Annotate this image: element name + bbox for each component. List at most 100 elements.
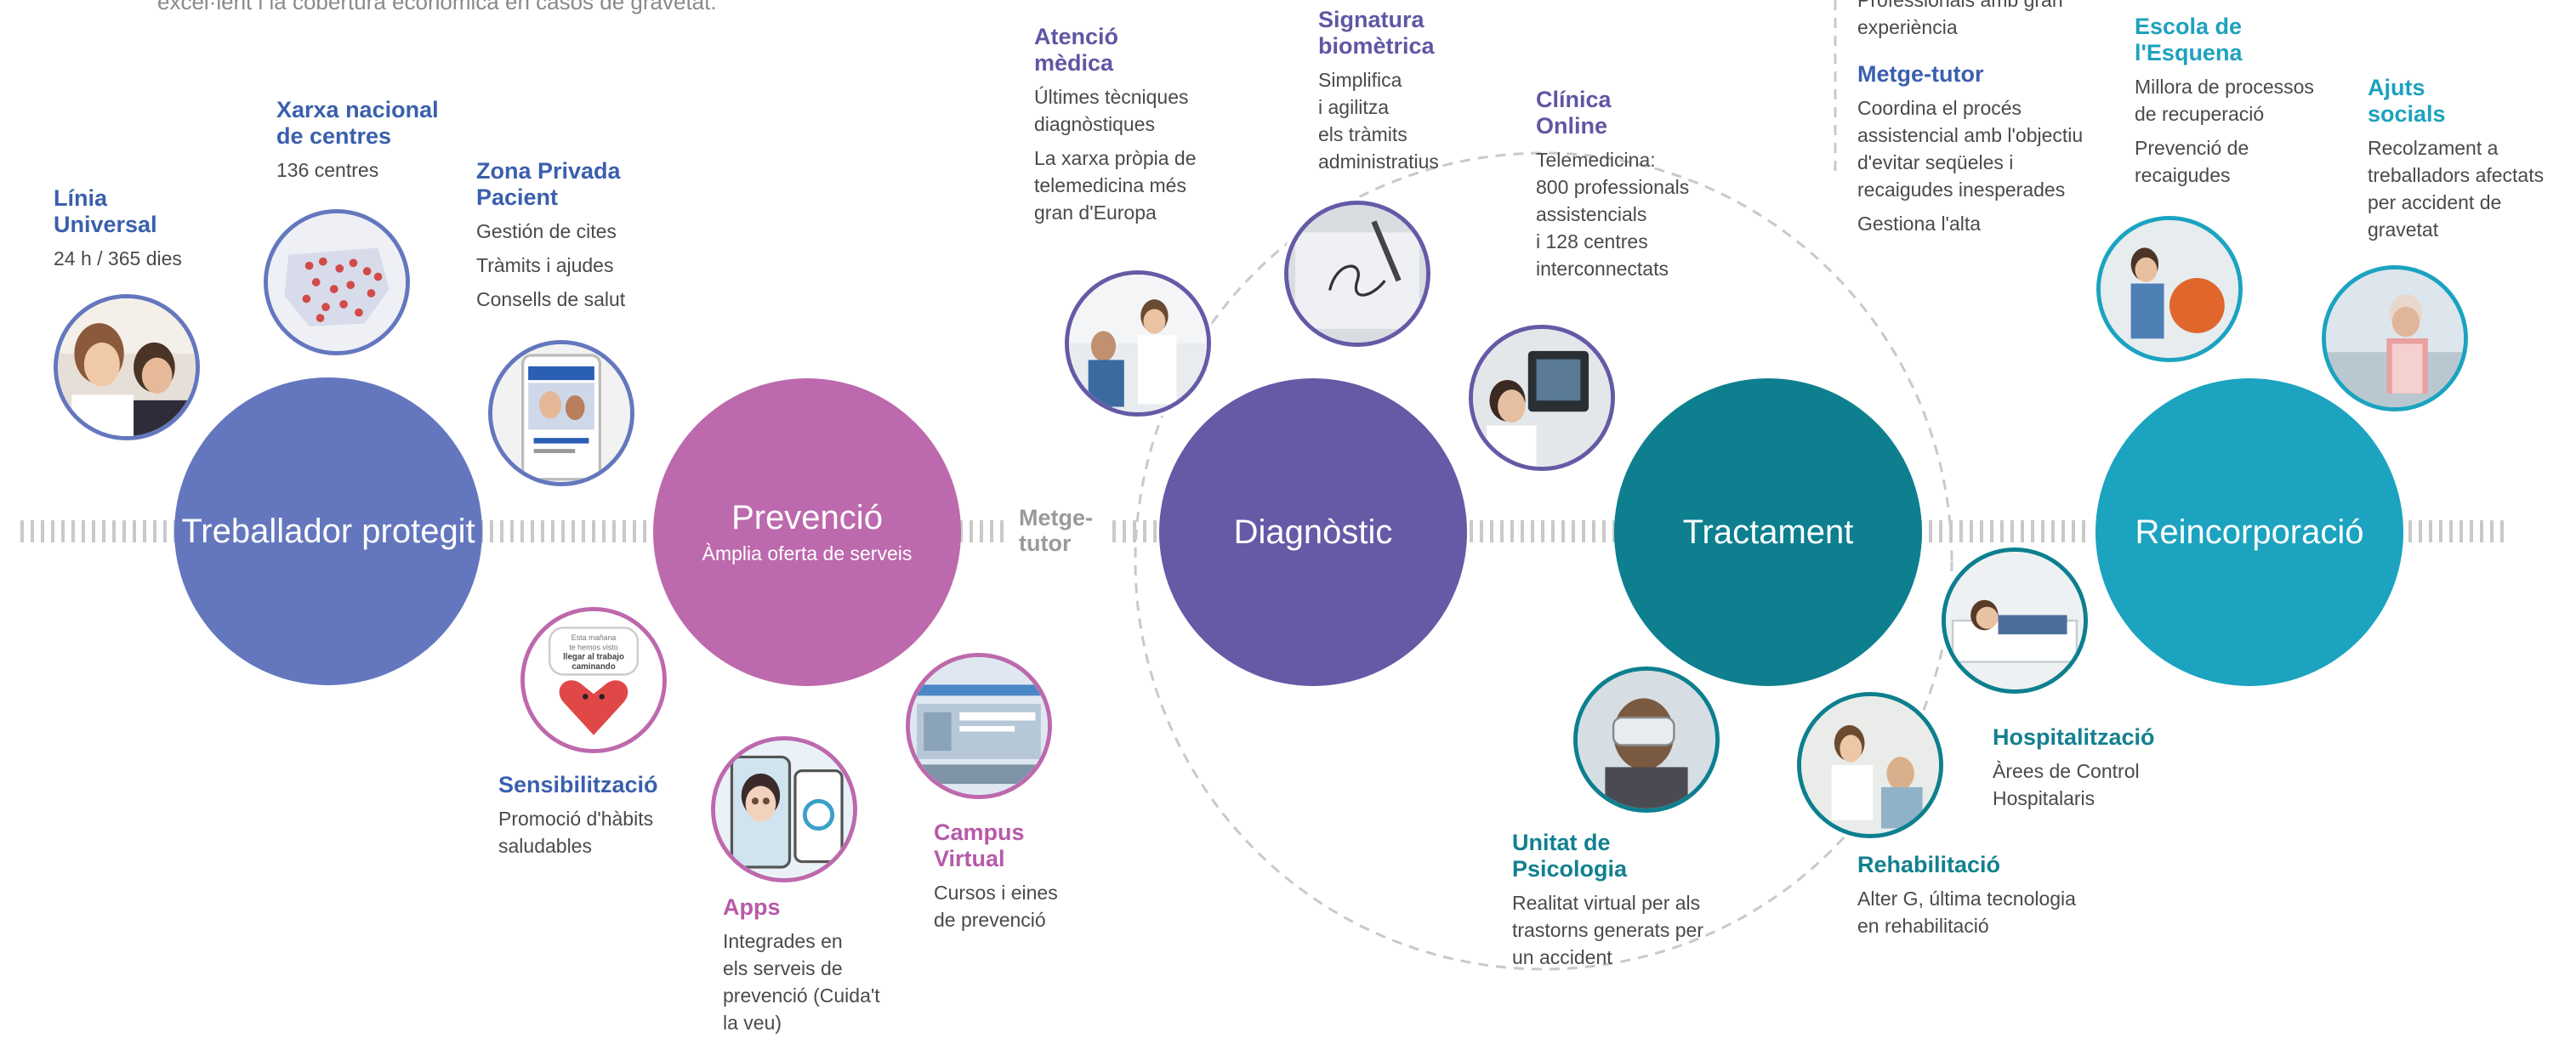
elderly-man-photo-icon xyxy=(2322,265,2468,411)
node-signatura: Signatura biomètrica Simplifica i agilit… xyxy=(1318,7,1522,175)
node-text: 136 centres xyxy=(276,159,379,181)
node-text: 800 professionals xyxy=(1536,176,1690,198)
node-hospitalitzacio: Hospitalització Àrees de Control Hospita… xyxy=(1993,724,2231,812)
node-title: Xarxa nacional xyxy=(276,97,439,122)
node-text: Professionals amb gran xyxy=(1857,0,2063,11)
stage-sublabel: Àmplia oferta de serveis xyxy=(702,542,913,564)
node-text: interconnectats xyxy=(1536,258,1669,280)
node-text: els tràmits xyxy=(1318,123,1407,145)
node-title: Rehabilitació xyxy=(1857,852,2001,877)
node-title: socials xyxy=(2368,101,2446,127)
node-text: administratius xyxy=(1318,150,1439,173)
node-text: Integrades en xyxy=(723,930,843,952)
node-text: assistencial amb l'objectiu xyxy=(1857,124,2084,146)
node-text: Coordina el procés xyxy=(1857,97,2022,119)
node-title: Línia xyxy=(54,185,108,211)
timeline-ticks-5 xyxy=(1467,520,1620,542)
stage-prevention[interactable]: Prevenció Àmplia oferta de serveis xyxy=(653,378,961,686)
node-text: trastorns generats per xyxy=(1512,919,1704,941)
node-title: l'Esquena xyxy=(2135,40,2243,65)
node-professionals: Professionals amb gran experiència xyxy=(1857,0,2130,41)
node-text: Cursos i eines xyxy=(934,882,1058,904)
node-text: experiència xyxy=(1857,16,1958,38)
vr-headset-photo-icon xyxy=(1573,666,1720,813)
node-text: Telemedicina: xyxy=(1536,149,1656,171)
node-text: Millora de processos xyxy=(2135,76,2314,98)
mascot-bubble-text-2: te hemos visto xyxy=(569,643,617,651)
node-text: Promoció d'hàbits xyxy=(498,808,654,830)
node-ajuts-socials: Ajuts socials Recolzament a treballadors… xyxy=(2368,75,2572,243)
node-text: 24 h / 365 dies xyxy=(54,247,182,269)
node-text: Gestión de cites xyxy=(476,220,617,242)
node-text: Últimes tècniques xyxy=(1034,86,1189,108)
intro-text: excel·lent i la cobertura econòmica en c… xyxy=(157,0,717,14)
node-title: Sensibilització xyxy=(498,772,658,797)
stage-label: Treballador protegit xyxy=(181,513,475,550)
mascot-bubble-text-3: llegar al trabajo xyxy=(563,653,624,662)
stage-label: Reincorporació xyxy=(2135,513,2364,551)
node-title: Pacient xyxy=(476,184,559,210)
node-title: Zona Privada xyxy=(476,158,621,184)
node-title: Campus xyxy=(934,820,1025,845)
rehab-therapy-photo-icon xyxy=(1797,692,1943,838)
spain-map-photo-icon xyxy=(264,209,410,355)
node-text: assistencials xyxy=(1536,203,1647,225)
node-title: Apps xyxy=(723,894,781,920)
phone-app-photo-icon xyxy=(488,340,634,486)
node-text: Hospitalaris xyxy=(1993,787,2095,809)
stage-reincorporation[interactable]: Reincorporació xyxy=(2095,378,2403,686)
node-text: gran d'Europa xyxy=(1034,201,1157,224)
node-title: Online xyxy=(1536,113,1608,139)
node-text: la veu) xyxy=(723,1012,782,1034)
node-text: gravetat xyxy=(2368,218,2439,241)
node-text: Prevenció de xyxy=(2135,137,2249,159)
node-text: diagnòstiques xyxy=(1034,113,1155,135)
node-xarxa-nacional: Xarxa nacional de centres 136 centres xyxy=(276,97,498,184)
metge-tutor-line1: Metge- xyxy=(1019,505,1093,530)
hospital-bed-photo-icon xyxy=(1942,547,2088,694)
node-text: de prevenció xyxy=(934,909,1046,931)
stage-treatment[interactable]: Tractament xyxy=(1614,378,1922,686)
node-text: Simplifica xyxy=(1318,69,1402,91)
node-title: Unitat de xyxy=(1512,830,1611,855)
node-text: Tràmits i ajudes xyxy=(476,254,614,276)
node-text: per accident de xyxy=(2368,191,2502,213)
node-rehabilitacio: Rehabilitació Alter G, última tecnologia… xyxy=(1857,852,2130,939)
node-title: Clínica xyxy=(1536,87,1612,112)
node-title: Signatura xyxy=(1318,7,1424,32)
node-text: recaigudes inesperades xyxy=(1857,179,2066,201)
stage-diagnosis[interactable]: Diagnòstic xyxy=(1159,378,1467,686)
node-title: Virtual xyxy=(934,846,1005,871)
node-title: Universal xyxy=(54,212,157,237)
node-clinica-online: Clínica Online Telemedicina: 800 profess… xyxy=(1536,87,1740,282)
node-text: telemedicina més xyxy=(1034,174,1186,196)
signature-pad-photo-icon xyxy=(1284,201,1430,347)
metge-tutor-line2: tutor xyxy=(1019,530,1072,556)
node-text: Alter G, última tecnologia xyxy=(1857,888,2076,910)
telemedicine-screen-photo-icon xyxy=(1469,325,1615,471)
mobile-app-photo-icon xyxy=(711,736,857,882)
node-sensibilitzacio: Sensibilització Promoció d'hàbits saluda… xyxy=(498,772,719,859)
timeline-ticks-2 xyxy=(481,520,651,542)
node-apps: Apps Integrades en els serveis de preven… xyxy=(723,894,910,1036)
timeline-ticks-7 xyxy=(2386,520,2505,542)
node-escola-esquena: Escola de l'Esquena Millora de processos… xyxy=(2135,14,2356,189)
node-text: i 128 centres xyxy=(1536,230,1648,252)
node-text: Realitat virtual per als xyxy=(1512,892,1701,914)
timeline-ticks-1 xyxy=(15,520,185,542)
stage-protected-worker[interactable]: Treballador protegit xyxy=(174,377,482,685)
node-title: de centres xyxy=(276,123,392,149)
node-text: d'evitar seqüeles i xyxy=(1857,151,2014,173)
heart-mascot-photo-icon: Esta mañana te hemos visto llegar al tra… xyxy=(520,607,667,753)
node-unitat-psicologia: Unitat de Psicologia Realitat virtual pe… xyxy=(1512,830,1750,971)
stage-label: Prevenció xyxy=(731,499,883,536)
node-text: els serveis de xyxy=(723,957,843,979)
node-text: i agilitza xyxy=(1318,96,1390,118)
stage-label: Tractament xyxy=(1682,513,1854,551)
timeline-ticks-3 xyxy=(959,520,1004,542)
node-title: Psicologia xyxy=(1512,856,1628,882)
stage-label: Diagnòstic xyxy=(1233,513,1393,551)
node-title: Metge-tutor xyxy=(1857,61,1984,87)
back-school-photo-icon xyxy=(2096,216,2243,362)
